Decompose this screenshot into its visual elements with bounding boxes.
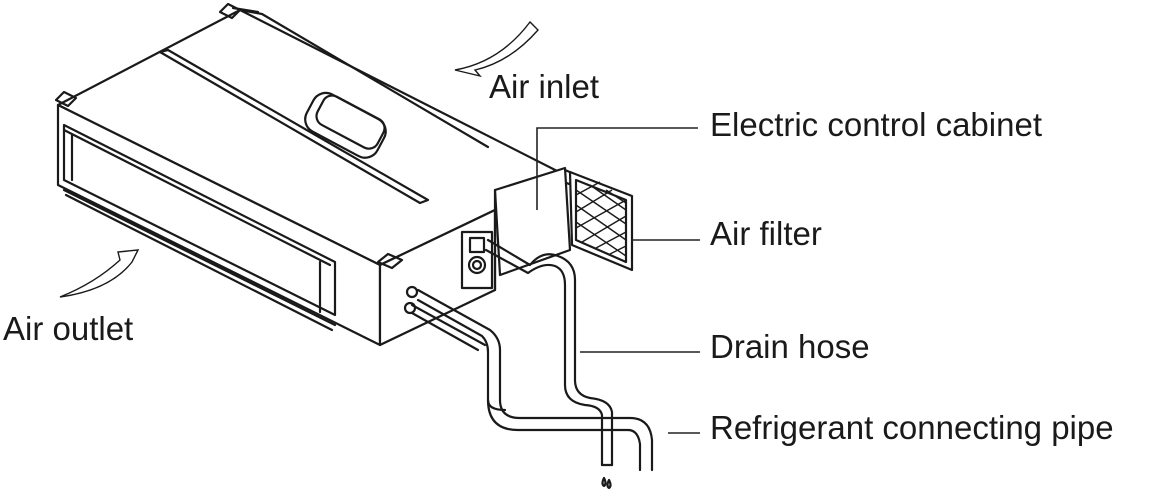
air-outlet-arrow-icon (59, 249, 140, 298)
label-air-filter: Air filter (710, 215, 822, 252)
unit-body (54, 2, 581, 347)
drain-hose (484, 238, 614, 490)
label-air-inlet: Air inlet (489, 68, 600, 105)
leader-electric-control-cabinet (536, 127, 698, 210)
label-electric-control-cabinet: Electric control cabinet (710, 106, 1042, 143)
label-drain-hose: Drain hose (710, 328, 870, 365)
label-refrigerant-pipe: Refrigerant connecting pipe (710, 409, 1114, 446)
refrigerant-pipe (403, 285, 654, 472)
air-filter (568, 170, 634, 272)
air-inlet-arrow-icon (454, 20, 539, 78)
label-air-outlet: Air outlet (3, 310, 134, 347)
